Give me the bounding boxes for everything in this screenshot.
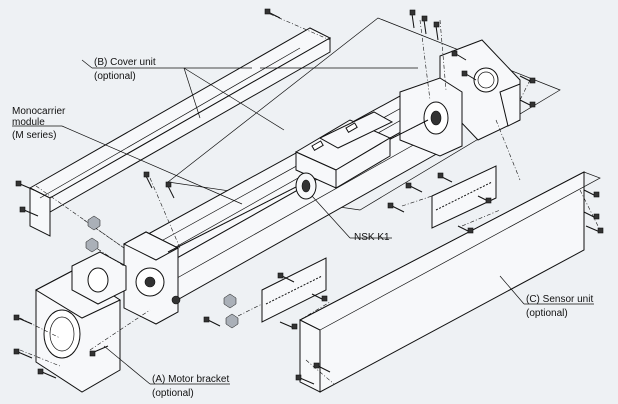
screw <box>277 272 295 283</box>
screw <box>279 321 298 330</box>
assembly-guide-lines <box>19 13 601 385</box>
screw <box>311 293 328 302</box>
label-monocarrier: Monocarrier <box>12 106 66 117</box>
label-nsk-k1: NSK K1 <box>354 232 390 243</box>
screw <box>583 211 600 220</box>
nuts <box>85 215 239 329</box>
sensor-rail-lower <box>261 257 327 323</box>
screw <box>451 50 467 61</box>
screw <box>461 70 477 81</box>
leader-lines <box>12 59 594 385</box>
screw <box>13 348 33 359</box>
screw <box>165 181 175 199</box>
screw <box>437 172 453 183</box>
label-monocarrier-module: module <box>12 117 45 128</box>
screw <box>477 195 492 204</box>
screw <box>585 225 604 234</box>
screw <box>264 8 281 19</box>
label-monocarrier-series: (M series) <box>12 130 57 141</box>
screw <box>15 180 35 191</box>
slide-table <box>294 111 394 200</box>
screw <box>37 368 57 379</box>
screw <box>387 202 405 213</box>
screw <box>409 9 416 29</box>
screw <box>457 225 474 234</box>
screw <box>433 21 440 41</box>
screw <box>421 15 428 35</box>
label-motor-bracket-optional: (optional) <box>152 388 194 399</box>
label-sensor-unit: (C) Sensor unit <box>526 294 594 305</box>
screws <box>13 8 604 385</box>
screw <box>313 362 331 373</box>
screw <box>19 206 39 217</box>
screw <box>295 374 315 385</box>
screw <box>405 182 423 193</box>
screw <box>13 314 33 325</box>
screw <box>583 189 600 198</box>
screw <box>143 171 153 189</box>
label-motor-bracket: (A) Motor bracket <box>152 374 230 385</box>
screw <box>519 75 536 84</box>
label-cover-unit: (B) Cover unit <box>94 57 156 68</box>
label-sensor-unit-optional: (optional) <box>526 308 568 319</box>
screw <box>203 316 221 327</box>
sensor-rail-upper <box>431 165 497 229</box>
top-cover-plate <box>28 27 332 237</box>
screw <box>519 99 536 108</box>
label-cover-unit-optional: (optional) <box>94 71 136 82</box>
bottom-cover-plate <box>299 171 601 393</box>
motor-bracket <box>34 251 127 393</box>
